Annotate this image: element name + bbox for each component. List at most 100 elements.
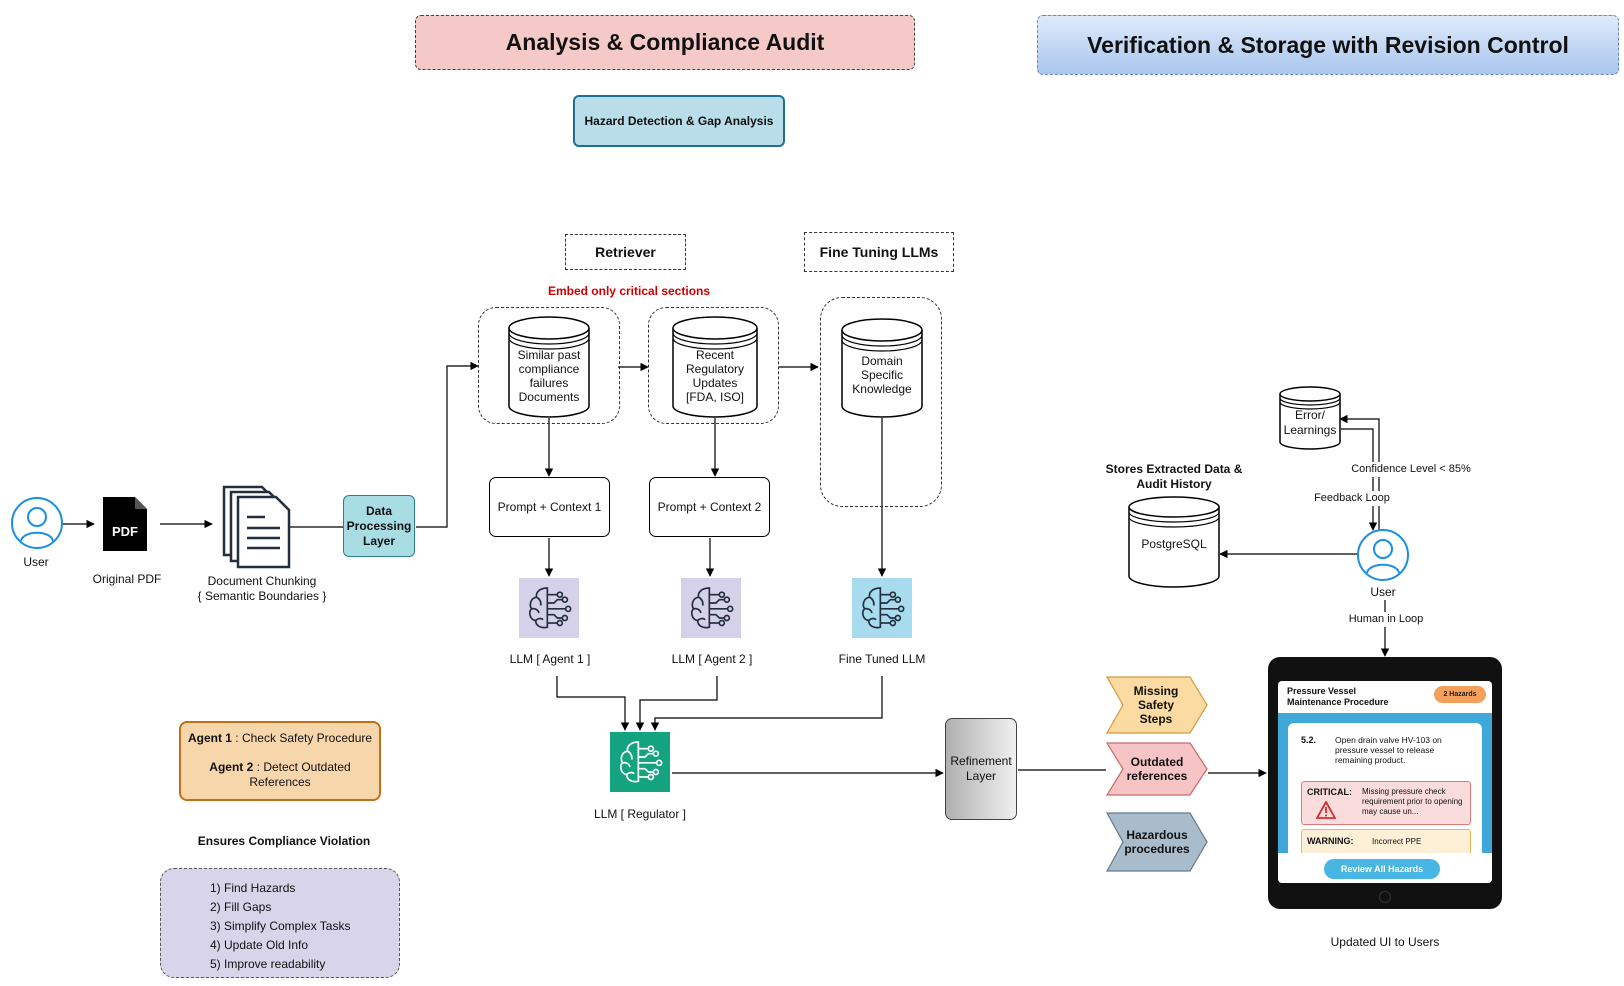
llm-agent-2-label: LLM [ Agent 2 ] [671, 652, 753, 666]
regulatory-updates-db: Recent Regulatory Updates [FDA, ISO] [672, 316, 758, 418]
arrow-finetuned-to-regulator [650, 676, 883, 731]
user-icon-right [1356, 528, 1410, 582]
error-learnings-db: Error/ Learnings [1279, 386, 1341, 450]
hazard-detection-box: Hazard Detection & Gap Analysis [573, 95, 785, 147]
compliance-list-box: 1) Find Hazards 2) Fill Gaps 3) Simplify… [160, 868, 400, 978]
compliance-item: 4) Update Old Info [210, 938, 309, 952]
postgresql-db-text: PostgreSQL [1141, 537, 1207, 551]
tag-missing-safety-steps: Missing Safety Steps [1106, 676, 1208, 734]
fine-tuned-llm-icon [852, 578, 912, 638]
llm-agent-1-icon [519, 578, 579, 638]
tablet-title-line1: Pressure Vessel [1287, 686, 1357, 696]
similar-failures-db-text: Similar past compliance failures Documen… [517, 348, 581, 404]
agent-2-description: Agent 2 : Detect Outdated References [181, 760, 379, 790]
confidence-level-label: Confidence Level < 85% [1348, 462, 1474, 477]
prompt-context-2-text: Prompt + Context 2 [657, 500, 762, 514]
tag-hazardous-procedures-text: Hazardous procedures [1124, 828, 1190, 856]
regulatory-updates-db-text: Recent Regulatory Updates [FDA, ISO] [685, 348, 745, 404]
prompt-context-1-text: Prompt + Context 1 [497, 500, 602, 514]
original-pdf-label: Original PDF [92, 572, 162, 586]
user-label-left: User [23, 555, 49, 569]
prompt-context-1: Prompt + Context 1 [489, 477, 610, 537]
fine-tuning-text: Fine Tuning LLMs [819, 244, 939, 260]
updated-ui-label: Updated UI to Users [1330, 935, 1440, 949]
arrow-agent2-to-regulator [635, 676, 718, 731]
error-learnings-db-text: Error/ Learnings [1283, 408, 1337, 437]
tablet-home-button [1379, 891, 1391, 903]
tablet-screen: Pressure Vessel Maintenance Procedure 2 … [1278, 681, 1492, 883]
chunking-label-line2: { Semantic Boundaries } [197, 589, 327, 603]
agent-1-role: : Check Safety Procedure [231, 731, 373, 745]
retriever-text: Retriever [595, 244, 656, 260]
hazard-detection-text: Hazard Detection & Gap Analysis [584, 114, 774, 128]
critical-label: CRITICAL: [1307, 787, 1352, 797]
user-icon-left [10, 496, 64, 550]
agents-description-box: Agent 1 : Check Safety Procedure Agent 2… [179, 721, 381, 801]
postgresql-db: PostgreSQL [1128, 496, 1220, 588]
critical-alert: CRITICAL: Missing pressure check require… [1301, 781, 1471, 825]
tablet-footer: Review All Hazards [1278, 853, 1492, 883]
domain-knowledge-db: Domain Specific Knowledge [841, 318, 923, 418]
tablet-title-line2: Maintenance Procedure [1287, 697, 1389, 707]
data-processing-layer: Data Processing Layer [343, 495, 415, 557]
stores-label: Stores Extracted Data & Audit History [1105, 462, 1243, 491]
domain-knowledge-db-text: Domain Specific Knowledge [852, 354, 912, 396]
pdf-badge-text: PDF [112, 523, 138, 539]
review-all-hazards-button[interactable]: Review All Hazards [1324, 859, 1440, 879]
llm-agent-2-icon [681, 578, 741, 638]
prompt-context-2: Prompt + Context 2 [649, 477, 770, 537]
verification-header: Verification & Storage with Revision Con… [1037, 15, 1619, 75]
tag-missing-safety-steps-text: Missing Safety Steps [1133, 684, 1179, 726]
pdf-icon: PDF [101, 495, 149, 553]
hazard-count-badge: 2 Hazards [1434, 686, 1486, 703]
tablet-card: 5.2. Open drain valve HV-103 on pressure… [1288, 723, 1482, 863]
tag-hazardous-procedures: Hazardous procedures [1106, 812, 1208, 872]
tag-outdated-references: Outdated references [1106, 742, 1208, 796]
llm-regulator-icon [610, 732, 670, 792]
arrow-error-to-user [1341, 428, 1378, 531]
warning-label: WARNING: [1307, 836, 1354, 846]
critical-text: Missing pressure check requirement prior… [1362, 787, 1463, 816]
document-chunking-icon [222, 485, 292, 569]
arrow-agent1-to-regulator [556, 676, 630, 731]
agent-1-name: Agent 1 [187, 731, 232, 745]
verification-header-text: Verification & Storage with Revision Con… [1087, 31, 1569, 58]
fine-tuned-llm-label: Fine Tuned LLM [838, 652, 926, 666]
retriever-group-1 [478, 307, 620, 424]
retriever-label-box: Retriever [565, 234, 686, 270]
analysis-header: Analysis & Compliance Audit [415, 15, 915, 70]
tablet-header: Pressure Vessel Maintenance Procedure 2 … [1278, 681, 1492, 713]
refinement-layer: Refinement Layer [945, 718, 1017, 820]
arrow-processing-to-retriever [416, 361, 479, 528]
compliance-title: Ensures Compliance Violation [197, 834, 371, 848]
llm-regulator-label: LLM [ Regulator ] [593, 807, 687, 821]
compliance-item: 5) Improve readability [210, 957, 326, 971]
compliance-item: 2) Fill Gaps [210, 900, 272, 914]
compliance-item: 3) Simplify Complex Tasks [210, 919, 351, 933]
llm-agent-1-label: LLM [ Agent 1 ] [509, 652, 591, 666]
fine-tuning-group [820, 297, 942, 507]
feedback-loop-label: Feedback Loop [1312, 491, 1392, 506]
user-label-right: User [1363, 585, 1403, 600]
tag-outdated-references-text: Outdated references [1126, 755, 1188, 783]
similar-failures-db: Similar past compliance failures Documen… [508, 316, 590, 418]
data-processing-text: Data Processing Layer [346, 503, 412, 548]
step-number: 5.2. [1301, 735, 1317, 745]
tablet-device: Pressure Vessel Maintenance Procedure 2 … [1268, 657, 1502, 909]
step-text: Open drain valve HV-103 on pressure vess… [1335, 735, 1442, 765]
human-in-loop-label: Human in Loop [1340, 612, 1432, 627]
agent-1-description: Agent 1 : Check Safety Procedure [181, 731, 379, 746]
agent-2-name: Agent 2 [209, 760, 254, 774]
chunking-label-line1: Document Chunking [207, 574, 317, 588]
retriever-group-2 [648, 307, 779, 424]
chunking-label: Document Chunking { Semantic Boundaries … [192, 574, 332, 604]
fine-tuning-label-box: Fine Tuning LLMs [804, 232, 954, 272]
warning-triangle-icon [1315, 800, 1337, 819]
refinement-layer-text: Refinement Layer [950, 754, 1012, 783]
embed-note: Embed only critical sections [547, 284, 711, 298]
analysis-header-text: Analysis & Compliance Audit [505, 29, 825, 55]
agent-2-role: : Detect Outdated References [249, 760, 351, 789]
warning-text: Incorrect PPE [1372, 837, 1422, 846]
compliance-item: 1) Find Hazards [210, 881, 296, 895]
